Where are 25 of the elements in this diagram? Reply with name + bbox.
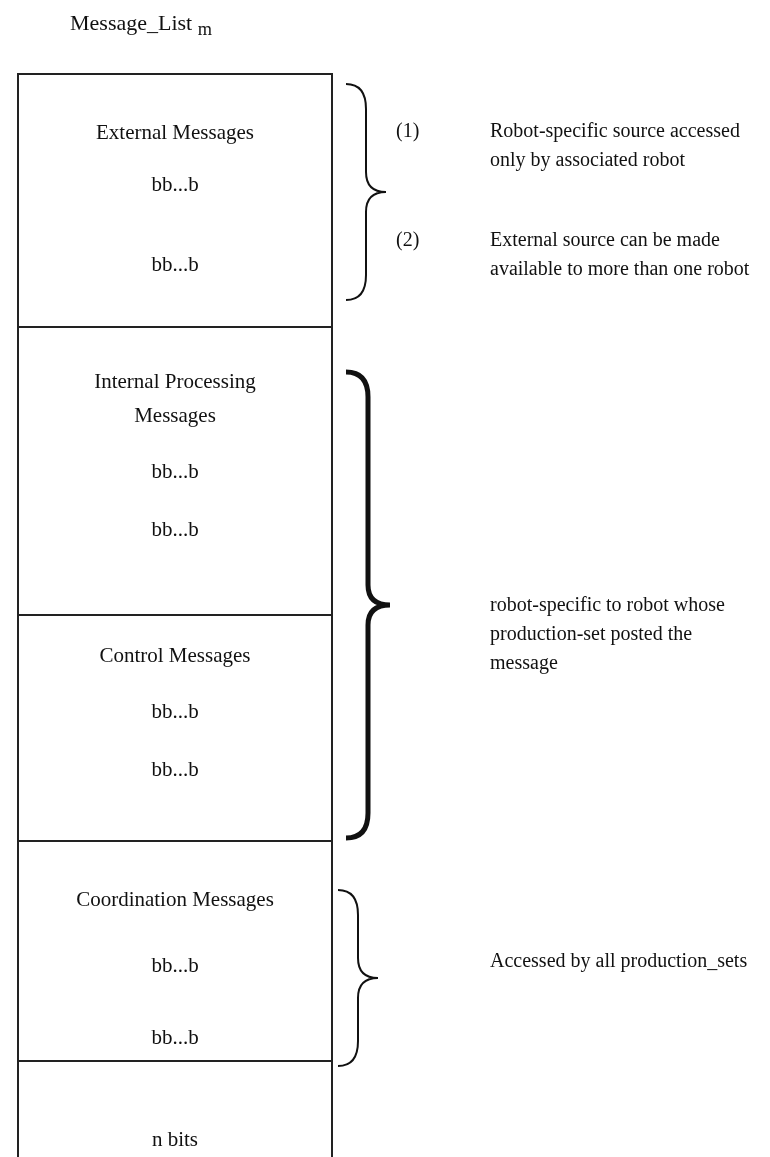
bit-string: bb...b <box>151 458 199 485</box>
section-heading: Coordination Messages <box>76 886 274 913</box>
bit-string: bb...b <box>151 756 199 783</box>
bit-string: bb...b <box>151 698 199 725</box>
section-heading: Internal Processing Messages <box>93 368 257 429</box>
note-text: Accessed by all production_sets <box>490 948 748 974</box>
bit-width-label: n bits <box>151 1126 199 1153</box>
note-text: robot-specific to robot whose production-set posted the message <box>490 592 726 676</box>
section-heading: Control Messages <box>99 642 251 669</box>
bit-string: bb...b <box>151 251 199 278</box>
bit-string: bb...b <box>151 171 199 198</box>
note-text: Robot-specific source accessed only by associated robot <box>490 118 741 173</box>
list-section <box>17 840 333 1062</box>
bit-string: bb...b <box>151 516 199 543</box>
list-section <box>17 1060 333 1157</box>
list-section <box>17 73 333 328</box>
note-number: (2) <box>396 227 420 253</box>
note-text: External source can be made available to more than one robot <box>490 227 751 281</box>
list-section <box>17 326 333 616</box>
bit-string: bb...b <box>151 1024 199 1051</box>
list-section <box>17 614 333 842</box>
note-number: (1) <box>396 118 420 144</box>
bit-string: bb...b <box>151 952 199 979</box>
diagram-title: Message_List $_{m}$ <box>70 10 212 41</box>
section-heading: External Messages <box>95 119 254 146</box>
